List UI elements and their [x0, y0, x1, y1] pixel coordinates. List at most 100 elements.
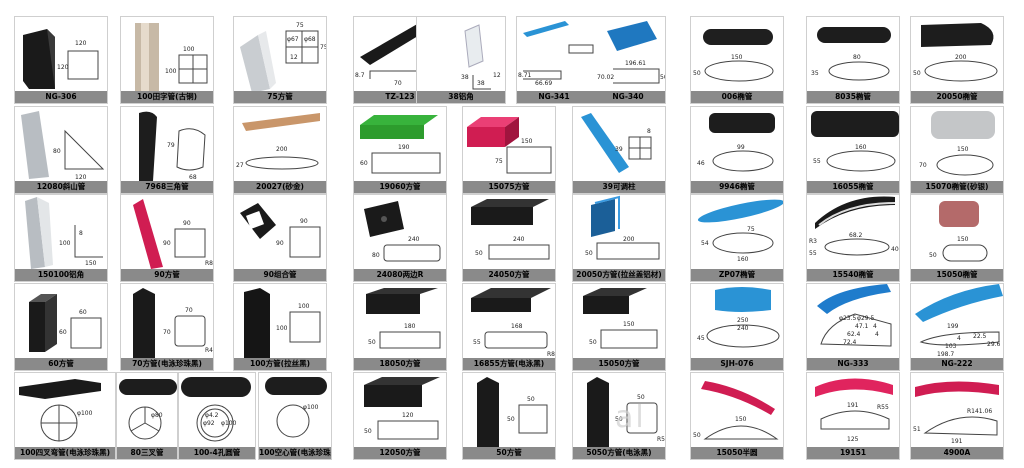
profile-image: 240 50 [471, 199, 550, 260]
profile-image: 80 35 [811, 27, 891, 81]
svg-text:50: 50 [585, 250, 593, 257]
svg-text:68.2: 68.2 [849, 232, 863, 239]
product-label: 18050方管 [354, 358, 446, 370]
product-card[interactable]: 150 50 006椭管 [690, 16, 784, 104]
svg-text:75: 75 [320, 44, 327, 51]
product-card[interactable]: 168 55 R8 16855方管(电泳黑) [462, 283, 556, 371]
product-card[interactable]: 190 60 19060方管 [353, 106, 447, 194]
product-label: 7968三角管 [121, 181, 213, 193]
product-card[interactable]: 70 70 R4 70方管(电泳珍珠黑) [120, 283, 214, 371]
product-card[interactable]: φ100 100四叉弯管(电泳珍珠黑) [14, 372, 116, 460]
product-card[interactable]: 90 90 90组合管 [233, 194, 327, 282]
product-label: 5050方管(电泳黑) [573, 447, 665, 459]
product-card[interactable]: 250 240 45 SJH-076 [690, 283, 784, 371]
product-card[interactable]: 120 50 12050方管 [353, 372, 447, 460]
svg-text:8: 8 [79, 230, 83, 237]
product-card[interactable]: 66.69 8.71 196.61 70.02 50 NG-341 NG-340 [516, 16, 666, 104]
svg-text:200: 200 [623, 236, 635, 243]
product-card[interactable]: 199 4 103 198.7 29.6 22.5 NG-222 [910, 283, 1004, 371]
product-label: 4900A [911, 447, 1003, 459]
svg-text:50: 50 [637, 394, 645, 401]
product-label: 24080两边R [354, 269, 446, 281]
product-card[interactable]: 75 54 160 ZP07椭管 [690, 194, 784, 282]
svg-text:70: 70 [163, 329, 171, 336]
product-card[interactable]: 160 55 16055椭管 [806, 106, 900, 194]
svg-text:68: 68 [189, 174, 197, 181]
product-card[interactable]: 200 27 20027(砂金) [233, 106, 327, 194]
product-card[interactable]: 150 75 15075方管 [462, 106, 556, 194]
product-label: 100-4孔圆管 [179, 447, 255, 459]
product-card[interactable]: 100 100 100方管(拉丝黑) [233, 283, 327, 371]
svg-text:38: 38 [461, 74, 469, 81]
product-card[interactable]: 8 39 39可调柱 [572, 106, 666, 194]
product-card[interactable]: 80 120 12080斜山管 [14, 106, 108, 194]
product-card[interactable]: 191 R55 125 19151 [806, 372, 900, 460]
svg-text:70.02: 70.02 [597, 74, 614, 81]
svg-text:62.4: 62.4 [847, 331, 861, 338]
product-card[interactable]: 79 68 7968三角管 [120, 106, 214, 194]
svg-text:R8: R8 [205, 260, 213, 267]
product-card[interactable]: 99 46 9946椭管 [690, 106, 784, 194]
profile-image: 60 60 [29, 294, 102, 352]
product-card[interactable]: 150 70 15070椭管(砂银) [910, 106, 1004, 194]
product-card[interactable]: 150 50 15050椭管 [910, 194, 1004, 282]
svg-text:45: 45 [697, 335, 705, 342]
product-label: 75方管 [234, 91, 326, 103]
svg-text:R3: R3 [809, 238, 817, 245]
profile-image: 160 55 [811, 111, 899, 172]
svg-text:46: 46 [697, 160, 705, 167]
product-card[interactable]: 60 60 60方管 [14, 283, 108, 371]
svg-text:120: 120 [75, 174, 87, 181]
product-card[interactable]: 120 120 NG-306 [14, 16, 108, 104]
svg-text:199: 199 [947, 323, 959, 330]
svg-text:90: 90 [183, 220, 191, 227]
product-card[interactable]: 8 100 150 150100铝角 [14, 194, 108, 282]
product-card[interactable]: 75 75 φ67 φ68 12 75方管 [233, 16, 327, 104]
profile-image: 250 240 45 [697, 287, 780, 348]
svg-text:60: 60 [59, 329, 67, 336]
product-card[interactable]: 80 35 8035椭管 [806, 16, 900, 104]
product-card[interactable]: 90 90 R8 90方管 [120, 194, 214, 282]
svg-text:150: 150 [735, 416, 747, 423]
product-card[interactable]: 68.2 R3 55 40 15540椭管 [806, 194, 900, 282]
profile-image: 200 50 [913, 23, 998, 82]
product-card[interactable]: 100 100 100田字管(古铜) [120, 16, 214, 104]
profile-image: 100 100 [135, 23, 208, 91]
product-card[interactable]: 180 50 18050方管 [353, 283, 447, 371]
product-label: 15050半圆 [691, 447, 783, 459]
product-card[interactable]: R141.06 191 51 4900A [910, 372, 1004, 460]
product-label: 15075方管 [463, 181, 555, 193]
svg-text:150: 150 [731, 54, 743, 61]
product-card[interactable]: 200 50 20050方管(拉丝盖铝材) [572, 194, 666, 282]
profile-image: 180 50 [366, 288, 441, 349]
product-card[interactable]: φ80 80三叉管 [116, 372, 178, 460]
product-card[interactable]: 240 80 24080两边R [353, 194, 447, 282]
product-card[interactable]: 38 12 38 38铝角 [416, 16, 506, 104]
svg-text:125: 125 [847, 436, 859, 443]
product-card[interactable]: φ23.5 φ29.5 47.1 62.4 72.4 4 4 NG-333 [806, 283, 900, 371]
profile-image: 68.2 R3 55 40 [809, 196, 899, 257]
product-card[interactable]: 240 50 24050方管 [462, 194, 556, 282]
product-label: 20050方管(拉丝盖铝材) [573, 269, 665, 281]
svg-text:29.6: 29.6 [987, 341, 1001, 348]
product-card[interactable]: 50 50 R5 5050方管(电泳黑) [572, 372, 666, 460]
svg-text:100: 100 [183, 46, 195, 53]
product-card[interactable]: 150 50 15050半圆 [690, 372, 784, 460]
profile-image: 75 75 φ67 φ68 12 [240, 22, 327, 93]
product-card[interactable]: 200 50 20050椭管 [910, 16, 1004, 104]
svg-text:φ92: φ92 [203, 420, 215, 427]
product-card[interactable]: 50 50 50方管 [462, 372, 556, 460]
svg-text:100: 100 [298, 303, 310, 310]
product-card[interactable]: 150 50 15050方管 [572, 283, 666, 371]
svg-text:103: 103 [945, 343, 957, 350]
profile-image: 150 50 [693, 29, 774, 82]
product-card[interactable]: φ4.2 φ92 φ100 100-4孔圆管 [178, 372, 256, 460]
svg-text:250: 250 [737, 317, 749, 324]
product-card[interactable]: φ100 100空心管(电泳珍珠黑) [258, 372, 332, 460]
product-label: 12080斜山管 [15, 181, 107, 193]
product-label: 100田字管(古铜) [121, 91, 213, 103]
svg-text:R55: R55 [877, 404, 889, 411]
svg-text:R141.06: R141.06 [967, 408, 992, 415]
profile-image: R141.06 191 51 [913, 381, 999, 445]
